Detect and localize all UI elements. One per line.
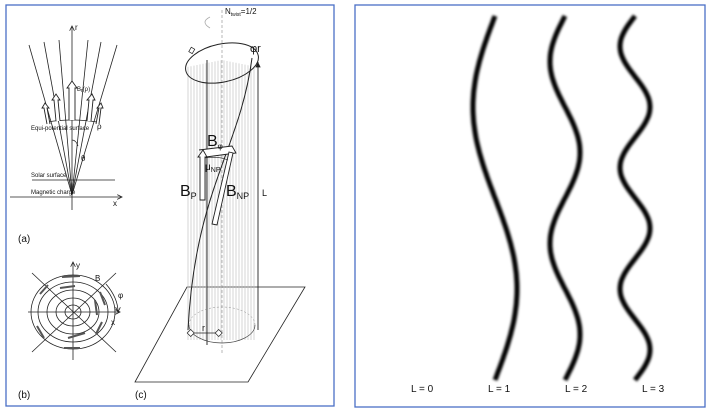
right-panel-border <box>354 4 706 408</box>
magnetic-charge-label: Magnetic charge <box>31 190 76 196</box>
equipotential-label: Equi-potential surface <box>31 126 90 132</box>
panel-a-label: (a) <box>18 234 30 245</box>
bnp-arrow <box>211 151 234 226</box>
y-axis-label: y <box>76 261 80 270</box>
mu-np-label: μNP <box>205 162 221 174</box>
cylinder-field-lines <box>187 60 255 340</box>
labels-b: y x B φ (b) <box>18 261 123 401</box>
field-label: Br(ρ) <box>77 87 90 94</box>
field-arrows <box>41 80 104 125</box>
strand-labels: L = 0 L = 1 L = 2 L = 3 <box>411 384 665 395</box>
diagram-b <box>28 262 120 360</box>
length-label: L <box>262 188 267 198</box>
diagram-a <box>10 26 122 210</box>
ntwist-label: Ntwist=1/2 <box>225 7 257 18</box>
top-ellipse <box>185 42 259 84</box>
strand-panel <box>412 14 653 382</box>
labels-a: r x Br(ρ) Equi-potential surface ρ θ Sol… <box>18 23 117 245</box>
base-plane <box>134 286 306 383</box>
twisted-field-line <box>187 57 253 331</box>
panel-b-label: (b) <box>18 390 30 401</box>
bnp-label: BNP <box>226 183 249 201</box>
theta-arc <box>71 139 79 147</box>
x-axis-label: x <box>113 199 117 208</box>
strand-label-0: L = 0 <box>411 384 434 395</box>
strand-label-3: L = 3 <box>642 384 665 395</box>
labels-c: Ntwist=1/2 φr Bφ μNP BP BNP L r (c) <box>135 7 267 401</box>
x-axis-label-b: x <box>111 318 115 327</box>
radius-label: r <box>202 323 205 333</box>
phi-r-label: φr <box>250 43 261 55</box>
diagram-c <box>134 10 306 383</box>
theta-label: θ <box>81 154 86 163</box>
b-field-arrows <box>36 275 106 349</box>
left-panel-border <box>5 4 335 407</box>
strand-label-1: L = 1 <box>488 384 511 395</box>
b-field-label: B <box>95 274 100 283</box>
b-phi-label: Bφ <box>207 133 223 151</box>
panel-c-label: (c) <box>135 390 147 401</box>
strand-twisted <box>617 14 653 382</box>
phi-label: φ <box>118 291 123 300</box>
field-rays <box>28 39 118 196</box>
bp-label: BP <box>180 183 197 201</box>
bp-arrow <box>197 149 208 201</box>
strand-twisted <box>470 15 520 381</box>
strand-twisted <box>547 14 583 382</box>
rho-label: ρ <box>97 122 102 131</box>
strand-label-2: L = 2 <box>565 384 588 395</box>
r-axis-label: r <box>75 23 78 32</box>
solar-surface-label: Solar surface <box>31 173 67 179</box>
